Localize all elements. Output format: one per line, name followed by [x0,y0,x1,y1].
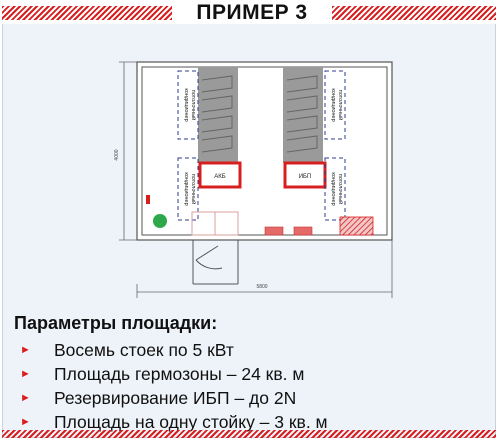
battery-cabinet [198,161,242,189]
bullet-icon: ► [20,368,31,380]
rack-left-1 [201,75,233,93]
entrance-door [192,240,239,285]
rack-row-right [283,67,323,163]
rack-right-4 [286,135,318,153]
ceiling-ac-bottom-left: кондиционер потолочный [177,157,199,221]
svg-text:потолочный: потолочный [337,90,344,120]
height-dimension-label: 4000 [114,149,120,160]
svg-text:кондиционер: кондиционер [330,88,336,121]
bottom-hatch [2,430,496,438]
bullet-icon: ► [20,344,31,356]
list-item: ►Площадь гермозоны – 24 кв. м [20,364,305,384]
hatched-equipment-block [339,216,374,236]
floor-plan: 4000 5800 АКБ ИБП кондиционер потолочный… [114,61,393,298]
rack-left-3 [201,115,233,133]
svg-text:потолочный: потолочный [337,174,344,204]
parameters-heading: Параметры площадки: [14,313,218,333]
equipment-box-1 [264,226,284,236]
wall-switch-marker [146,195,150,204]
green-sensor [153,214,167,228]
title-bar: ПРИМЕР 3 [0,0,500,24]
rack-left-2 [201,95,233,113]
ups-cabinet-label: ИБП [299,174,312,180]
room-inner-wall [141,66,388,236]
ceiling-ac-bottom-right: кондиционер потолочный [324,157,346,221]
list-item: ►Площадь на одну стойку – 3 кв. м [20,412,328,432]
title-hatch-left [2,6,172,20]
rack-right-3 [286,115,318,133]
bullet-icon: ► [20,392,31,404]
list-item: ►Резервирование ИБП – до 2N [20,388,297,408]
rack-left-4 [201,135,233,153]
site-parameters: Параметры площадки: ►Восемь стоек по 5 к… [14,312,484,434]
rack-right-2 [286,95,318,113]
height-dimension [119,61,137,241]
battery-cabinet-label: АКБ [214,174,225,180]
svg-text:кондиционер: кондиционер [183,88,189,121]
title-hatch-right [332,6,496,20]
svg-text:потолочный: потолочный [190,174,197,204]
list-item: ►Восемь стоек по 5 кВт [20,340,234,360]
panel-title: ПРИМЕР 3 [196,1,308,24]
equipment-box-2 [293,226,313,236]
width-dimension [136,240,393,298]
svg-text:потолочный: потолочный [190,90,197,120]
bullet-icon: ► [20,416,31,428]
svg-text:кондиционер: кондиционер [183,172,189,205]
rack-right-1 [286,75,318,93]
width-dimension-label: 5800 [256,284,267,290]
ceiling-ac-top-right: кондиционер потолочный [324,70,346,140]
svg-text:кондиционер: кондиционер [330,172,336,205]
ceiling-ac-top-left: кондиционер потолочный [177,70,199,140]
rack-row-left [198,67,238,163]
parameters-list: ►Восемь стоек по 5 кВт ►Площадь гермозон… [14,338,484,434]
